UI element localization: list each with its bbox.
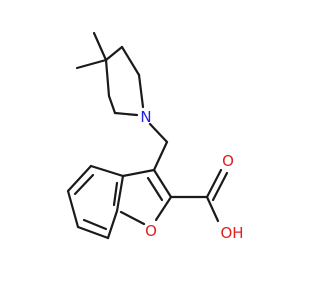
structure-diagram: N O O OH xyxy=(66,31,244,242)
molecule-canvas: N O O OH xyxy=(66,31,244,242)
bond-c-dbl-o-2 xyxy=(211,171,229,202)
bond-methyl-1 xyxy=(75,58,108,70)
bond-methyl-2 xyxy=(92,31,108,62)
bond-ring-c5-n xyxy=(137,73,145,109)
bond-ring-c4-c5 xyxy=(120,45,141,77)
atom-ring-oxygen: O xyxy=(145,222,157,240)
atom-carbonyl-oxygen: O xyxy=(222,152,234,170)
bond-c3-c3a xyxy=(121,168,156,178)
bond-benz-2 xyxy=(66,164,93,193)
bond-c2-o1 xyxy=(154,195,173,222)
bond-benz-4-double xyxy=(82,218,108,231)
bond-ring-n-c2 xyxy=(113,111,139,117)
bond-c3a-c7a xyxy=(115,174,125,213)
bond-c-oh xyxy=(205,195,220,223)
bond-ring-c3-c4 xyxy=(104,45,124,62)
bond-ring-c2-c3 xyxy=(104,58,111,98)
bond-o1-c7a xyxy=(119,210,146,226)
bond-c3-c2 xyxy=(152,168,173,199)
bond-ch2-c3 xyxy=(152,140,169,172)
bond-benz-3 xyxy=(66,189,80,229)
bond-benz-2-double xyxy=(73,173,95,196)
atom-nitrogen: N xyxy=(140,108,151,126)
bond-benz-1-double xyxy=(112,181,119,207)
bond-benz-1 xyxy=(89,164,125,178)
bond-n-ch2 xyxy=(148,122,169,144)
bond-ring-c2b xyxy=(107,94,117,115)
bond-c-dbl-o-1 xyxy=(205,168,223,199)
bond-c3-c2-double xyxy=(146,176,164,202)
bond-benz-4 xyxy=(76,225,110,240)
bond-benz-5 xyxy=(106,209,119,240)
atom-hydroxyl: OH xyxy=(220,224,243,242)
